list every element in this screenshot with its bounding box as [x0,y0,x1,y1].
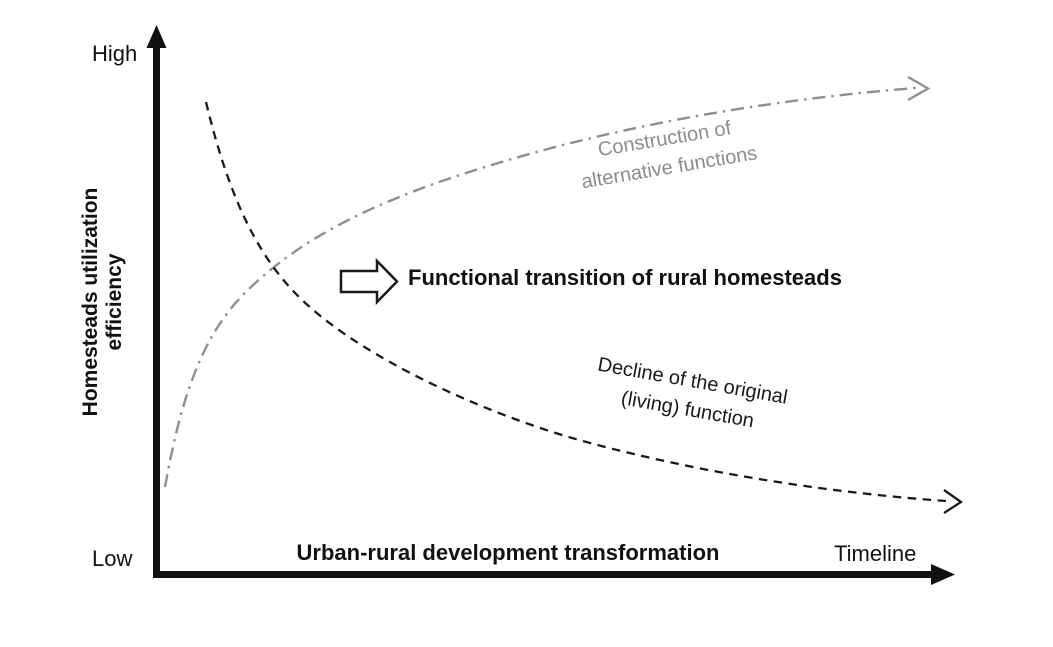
decline-curve-arrowhead-icon [943,489,964,514]
x-axis-timeline-label: Timeline [834,541,917,566]
block-right-arrow-icon [339,257,399,306]
y-axis-low-label: Low [92,546,133,571]
construction-curve [163,86,917,488]
x-axis-arrowhead-icon [931,564,955,585]
annotation-text: Functional transition of rural homestead… [408,265,842,290]
y-axis-title-line1: Homesteads utilization [78,187,102,417]
x-axis-title: Urban-rural development transformation [296,540,720,565]
y-axis-title: Homesteads utilization efficiency [79,188,127,417]
y-axis-high-label: High [92,41,138,66]
decline-curve [204,101,947,503]
y-axis-arrowhead-icon [146,25,167,48]
construction-curve-arrowhead-icon [907,75,931,102]
y-axis-title-line2: efficiency [103,253,126,351]
